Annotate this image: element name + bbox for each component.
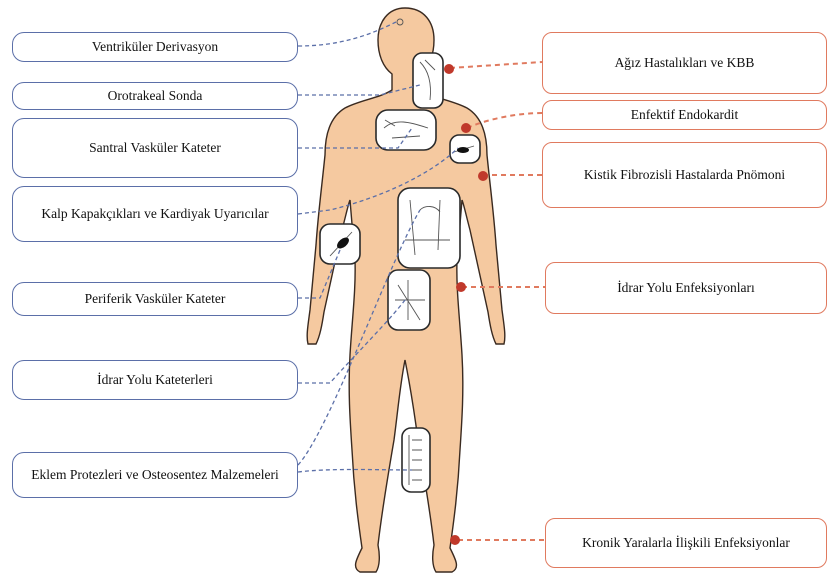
inset-abdomen: [398, 188, 460, 268]
dot-mouth: [444, 64, 454, 74]
label-joint-prostheses-osteosynthesis: Eklem Protezleri ve Osteosentez Malzemel…: [12, 452, 298, 498]
connector-mouth-ent: [450, 62, 542, 68]
label-peripheral-vascular-catheter: Periferik Vasküler Kateter: [12, 282, 298, 316]
label-infective-endocarditis: Enfektif Endokardit: [542, 100, 827, 130]
label-heart-valves-pacemakers: Kalp Kapakçıkları ve Kardiyak Uyarıcılar: [12, 186, 298, 242]
label-chronic-wound-infections: Kronik Yaralarla İlişkili Enfeksiyonlar: [545, 518, 827, 568]
label-urinary-catheters: İdrar Yolu Kateterleri: [12, 360, 298, 400]
label-mouth-ent-diseases: Ağız Hastalıkları ve KBB: [542, 32, 827, 94]
dot-bladder: [456, 282, 466, 292]
label-orotracheal-tube: Orotrakeal Sonda: [12, 82, 298, 110]
label-central-vascular-catheter: Santral Vasküler Kateter: [12, 118, 298, 178]
dot-heart: [461, 123, 471, 133]
inset-orotracheal: [413, 53, 443, 108]
label-cystic-fibrosis-pneumonia: Kistik Fibrozisli Hastalarda Pnömoni: [542, 142, 827, 208]
dot-lung: [478, 171, 488, 181]
label-ventricular-shunt: Ventriküler Derivasyon: [12, 32, 298, 62]
label-urinary-tract-infections: İdrar Yolu Enfeksiyonları: [545, 262, 827, 314]
inset-central-line: [376, 110, 436, 150]
dot-leg: [450, 535, 460, 545]
